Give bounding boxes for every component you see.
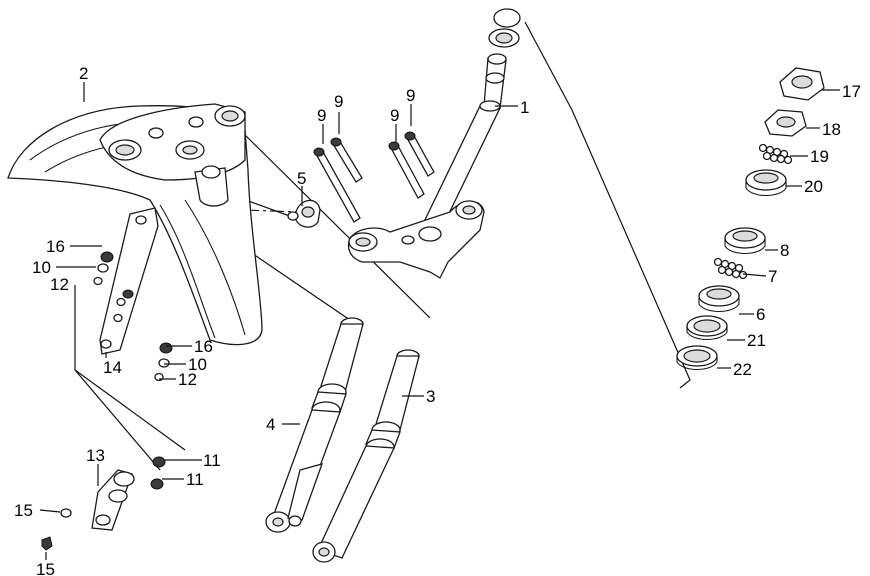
callout-4: 4 [266, 415, 275, 434]
front-fender [7, 103, 263, 346]
fender-bolts-right [154, 342, 173, 382]
callout-5: 5 [297, 169, 306, 188]
callout-12: 12 [50, 275, 69, 294]
callout-18: 18 [822, 120, 841, 139]
callout-16: 16 [194, 337, 213, 356]
callout-9: 9 [317, 106, 326, 125]
lower-bracket [91, 469, 135, 531]
callout-15: 15 [36, 560, 55, 576]
callout-9: 9 [390, 106, 399, 125]
callout-3: 3 [426, 387, 435, 406]
leader-lines [39, 82, 840, 560]
callout-labels: 2 1 5 9 9 9 9 3 4 16 10 12 16 10 12 14 1… [14, 64, 861, 576]
bearing-stack [676, 67, 825, 371]
pinch-bolts [313, 131, 435, 223]
callout-8: 8 [780, 241, 789, 260]
fork-leg-right [312, 349, 420, 563]
callout-11: 11 [186, 470, 204, 489]
callout-9: 9 [334, 92, 343, 111]
callout-6: 6 [756, 305, 765, 324]
ball-bearings-upper [758, 143, 793, 165]
callout-14: 14 [103, 358, 122, 377]
callout-19: 19 [810, 147, 829, 166]
cable-clamp [287, 199, 321, 228]
callout-13: 13 [86, 446, 105, 465]
ball-bearings-lower [713, 257, 748, 280]
callout-17: 17 [842, 82, 861, 101]
callout-12: 12 [178, 370, 197, 389]
callout-20: 20 [804, 177, 823, 196]
callout-1: 1 [520, 98, 529, 117]
callout-15: 15 [14, 501, 33, 520]
callout-10: 10 [32, 258, 51, 277]
fender-bolts-left [93, 251, 134, 323]
callout-21: 21 [747, 331, 766, 350]
callout-2: 2 [79, 64, 88, 83]
callout-16: 16 [46, 237, 65, 256]
callout-11: 11 [203, 451, 221, 470]
callout-7: 7 [768, 267, 777, 286]
steering-stem [421, 8, 521, 233]
callout-10: 10 [188, 355, 207, 374]
lower-nuts [41, 456, 166, 551]
callout-9: 9 [406, 86, 415, 105]
fender-bracket-left [99, 207, 159, 355]
fork-leg-left [265, 317, 364, 533]
callout-22: 22 [733, 360, 752, 379]
triple-clamp [347, 200, 485, 279]
